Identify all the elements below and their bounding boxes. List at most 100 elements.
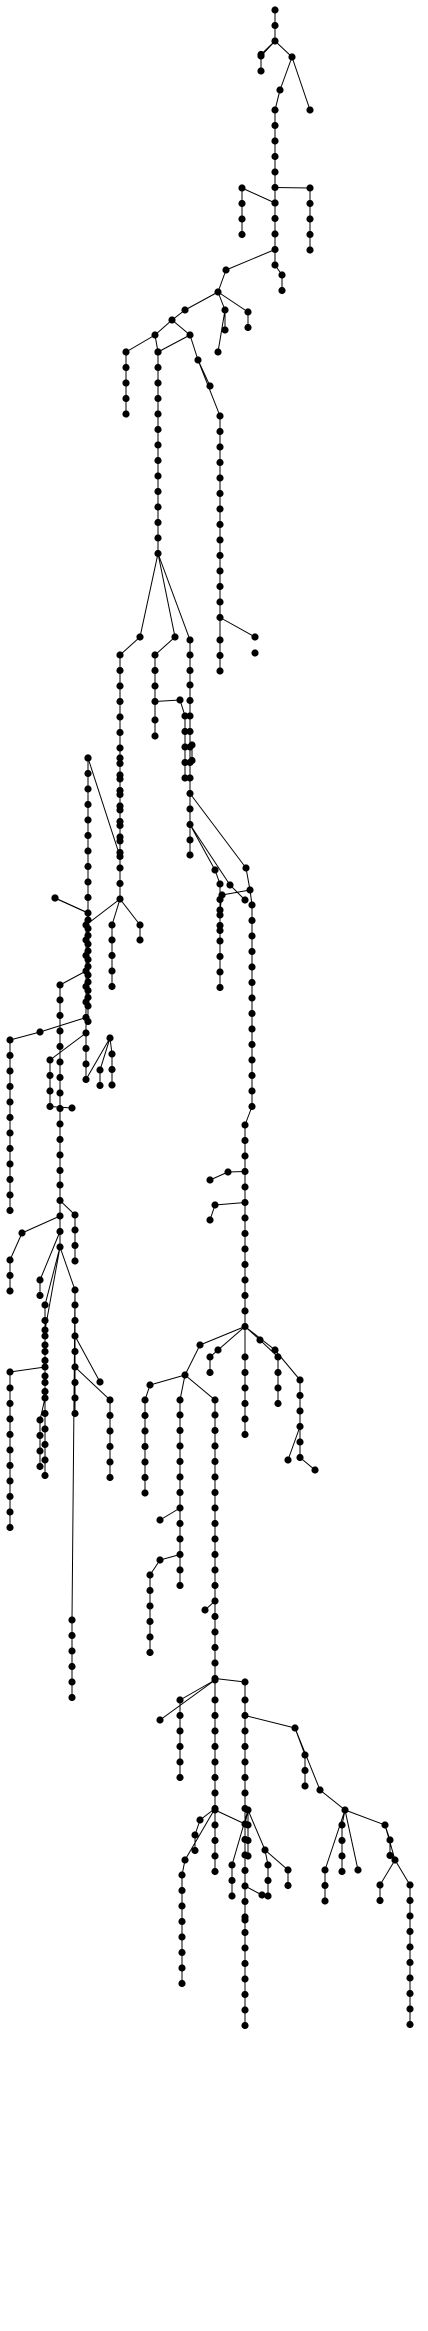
tree-node — [211, 1566, 219, 1574]
tree-node — [41, 1341, 49, 1349]
tree-node — [116, 744, 124, 752]
tree-node — [241, 1322, 249, 1331]
tree-node — [116, 895, 124, 903]
tree-node — [108, 951, 116, 960]
tree-node — [82, 967, 90, 975]
tree-node — [136, 633, 144, 641]
tree-node — [116, 713, 124, 721]
tree-edge — [214, 1809, 246, 1825]
tree-node — [244, 1806, 252, 1814]
tree-node — [216, 651, 224, 660]
tree-node — [244, 1852, 252, 1860]
tree-node — [186, 851, 194, 859]
tree-node — [214, 348, 222, 356]
tree-node — [176, 1488, 184, 1497]
tree-node — [271, 168, 279, 176]
tree-edge — [189, 824, 231, 886]
tree-node — [271, 261, 279, 269]
tree-edge — [219, 617, 256, 638]
tree-node — [6, 1082, 14, 1091]
tree-node — [211, 1676, 219, 1684]
tree-edge — [217, 1326, 246, 1351]
tree-node — [216, 921, 224, 930]
tree-node — [246, 886, 254, 894]
tree-edge — [154, 636, 176, 656]
tree-node — [306, 199, 314, 208]
tree-node — [6, 1415, 14, 1423]
tree-node — [146, 1571, 154, 1579]
tree-node — [241, 1711, 249, 1720]
tree-node — [241, 1245, 249, 1253]
tree-edge — [231, 1809, 249, 1866]
tree-edge — [59, 970, 87, 986]
tree-node — [156, 1516, 164, 1524]
tree-node — [176, 1442, 184, 1450]
tree-node — [248, 901, 256, 909]
tree-node — [241, 1944, 249, 1952]
tree-edge — [87, 757, 121, 857]
tree-node — [178, 1948, 186, 1957]
tree-edge — [221, 889, 251, 896]
tree-node — [241, 1214, 249, 1222]
tree-node — [108, 982, 116, 991]
tree-node — [176, 1457, 184, 1466]
tree-node — [116, 833, 124, 841]
tree-node — [154, 472, 162, 480]
tree-node — [41, 1387, 49, 1396]
tree-node — [56, 1166, 64, 1175]
tree-node — [186, 636, 194, 644]
tree-node — [6, 1508, 14, 1516]
tree-node — [84, 831, 92, 840]
tree-node — [41, 1372, 49, 1380]
tree-node — [71, 1226, 79, 1234]
tree-node — [141, 1458, 149, 1466]
tree-node — [196, 1816, 204, 1824]
tree-edge — [171, 319, 191, 336]
tree-node — [296, 1376, 304, 1384]
tree-node — [271, 230, 279, 238]
tree-edge — [259, 1339, 279, 1358]
tree-node — [211, 1643, 219, 1652]
tree-node — [116, 786, 124, 795]
tree-node — [46, 1087, 54, 1095]
tree-node — [186, 331, 194, 339]
tree-node — [241, 1415, 249, 1423]
tree-node — [216, 443, 224, 451]
tree-node — [41, 1394, 49, 1402]
tree-node — [248, 1040, 256, 1049]
tree-node — [278, 271, 286, 279]
tree-edge — [214, 1678, 246, 1683]
tree-node — [211, 1612, 219, 1621]
tree-node — [222, 266, 230, 274]
tree-node — [82, 1060, 90, 1068]
tree-node — [216, 551, 224, 560]
tree-node — [176, 1411, 184, 1419]
tree-node — [216, 880, 224, 888]
tree-node — [211, 1535, 219, 1543]
tree-node — [391, 1856, 399, 1864]
tree-node — [206, 1353, 214, 1361]
tree-node — [108, 1050, 116, 1058]
tree-node — [46, 1071, 54, 1080]
tree-node — [201, 1606, 209, 1614]
tree-edge — [199, 1326, 246, 1346]
tree-node — [56, 1120, 64, 1128]
tree-node — [82, 921, 90, 929]
tree-node — [181, 1856, 189, 1864]
tree-node — [271, 152, 279, 161]
tree-edge — [287, 1426, 301, 1461]
tree-node — [406, 1927, 414, 1936]
tree-node — [56, 1104, 64, 1113]
tree-node — [178, 1917, 186, 1926]
tree-node — [211, 1852, 219, 1860]
tree-node — [216, 412, 224, 420]
tree-edge — [119, 636, 141, 656]
tree-edge — [274, 187, 311, 189]
tree-node — [271, 199, 279, 207]
tree-edge — [217, 269, 227, 293]
tree-node — [106, 1458, 114, 1466]
tree-node — [216, 911, 224, 919]
tree-node — [106, 1411, 114, 1420]
tree-node — [108, 936, 116, 944]
tree-node — [176, 1426, 184, 1435]
